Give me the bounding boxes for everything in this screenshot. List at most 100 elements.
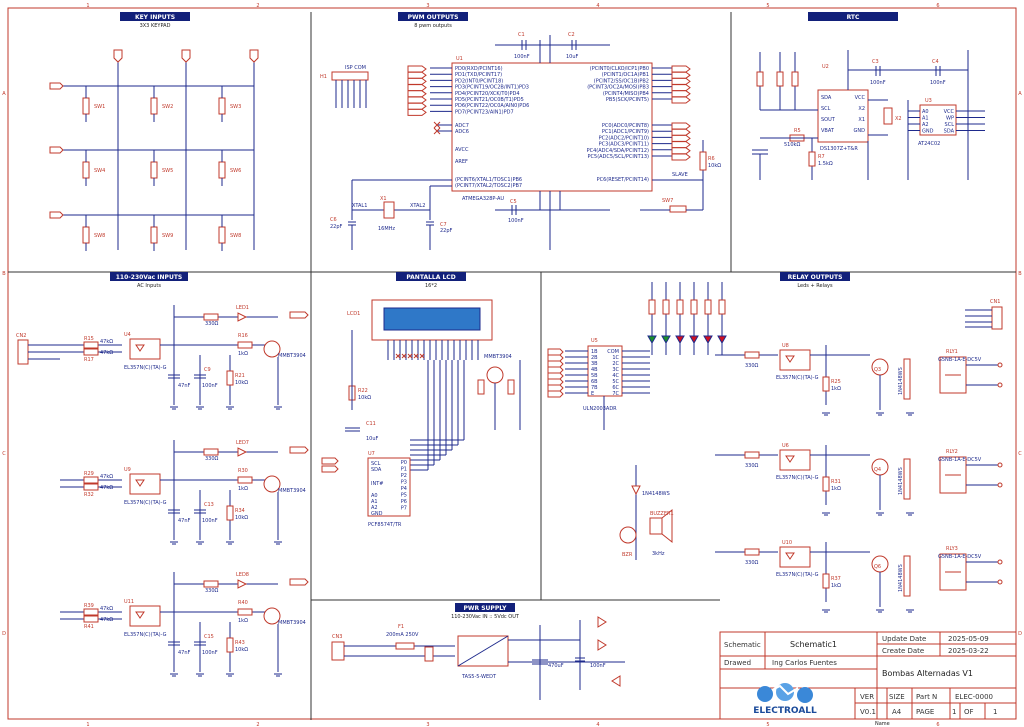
pcf-pin-label: INT# <box>371 481 383 487</box>
mcu-pin-label: (PCINT0/CLKO/ICP1)PB0 <box>590 66 649 72</box>
pcf-pin-label: P2 <box>401 473 407 479</box>
svg-text:CN1: CN1 <box>990 299 1000 305</box>
net-flag <box>671 134 691 142</box>
uln-pin-label: 2B <box>591 355 598 361</box>
title-block: Schematic Schematic1 Drawed Ing Carlos F… <box>719 631 1017 727</box>
svg-text:R5: R5 <box>794 128 801 134</box>
keypad-switch: SW2 <box>150 86 173 122</box>
section-relay-outputs: RELAY OUTPUTS Leds + Relays <box>780 272 850 289</box>
buzzer-circuit: 1N4148WS BUZZER1 3kHz BZR <box>619 465 674 560</box>
opto-part: EL357N(C)(TA)-G <box>124 632 167 638</box>
transistor-part: MMBT3904 <box>278 620 306 626</box>
resistor-ref: R29 <box>84 471 94 477</box>
svg-text:R7: R7 <box>818 154 825 160</box>
mcu-pin-label: ADC7 <box>455 123 469 129</box>
opto-part: EL357N(C)(TA)-G <box>776 375 819 381</box>
mcu-pin-label: PD3(PCINT19/OC2B/INT1)PD3 <box>455 85 529 91</box>
grid-column-label: 2 <box>256 722 259 727</box>
svg-text:PAGE: PAGE <box>916 708 934 716</box>
svg-text:U7: U7 <box>368 451 375 457</box>
pcf-pin-label: SCL <box>371 461 381 467</box>
opto-ref: U11 <box>124 599 134 605</box>
section-lcd: PANTALLA LCD 16*2 <box>396 272 466 289</box>
rtc-pin-label: GND <box>854 128 866 134</box>
svg-text:100nF: 100nF <box>514 54 530 60</box>
svg-text:C7: C7 <box>440 222 447 228</box>
led-ref: LED8 <box>236 572 249 578</box>
keypad-matrix <box>49 49 259 250</box>
mcu-pin-label: (PCINT7/XTAL2/TOSC2)PB7 <box>455 183 522 189</box>
switch-label: SW1 <box>94 104 105 110</box>
svg-text:X2: X2 <box>895 116 902 122</box>
pcf-pin-label: SDA <box>371 467 382 473</box>
resistor-value: 330Ω <box>745 363 759 369</box>
capacitor-value: 47nF <box>178 650 191 656</box>
uln-pin-label: 4B <box>591 367 598 373</box>
led-ref: LED7 <box>236 440 249 446</box>
uln-pin-label: 6B <box>591 379 598 385</box>
rtc-pin-label: VBAT <box>821 128 835 134</box>
net-flag <box>407 71 427 79</box>
svg-text:RELAY OUTPUTS: RELAY OUTPUTS <box>788 274 843 281</box>
grid-row-label: B <box>2 271 6 277</box>
net-flag <box>407 90 427 98</box>
svg-text:110-230Vac INPUTS: 110-230Vac INPUTS <box>116 274 183 281</box>
capacitor-value: 100nF <box>202 383 218 389</box>
net-flag <box>671 65 691 73</box>
svg-text:XTAL2: XTAL2 <box>410 203 425 209</box>
svg-text:Leds + Relays: Leds + Relays <box>797 283 833 289</box>
opto-part: EL357N(C)(TA)-G <box>776 475 819 481</box>
capacitor-c1: C1 100nF <box>514 32 530 60</box>
svg-text:1: 1 <box>952 708 956 716</box>
diode-part: 1N4148WS <box>898 367 904 395</box>
net-flag <box>407 77 427 85</box>
section-rtc: RTC <box>808 12 898 21</box>
svg-text:DS1307Z+T&R: DS1307Z+T&R <box>820 146 858 152</box>
mcu-pin-label: PD1(TXD/PCINT17) <box>455 72 502 78</box>
svg-text:R6: R6 <box>708 156 715 162</box>
net-flag <box>671 77 691 85</box>
uln-pin-label: 1C <box>612 355 619 361</box>
grid-column-label: 1 <box>86 722 89 727</box>
svg-text:PWM OUTPUTS: PWM OUTPUTS <box>408 14 459 21</box>
diode-part: 1N4148WS <box>898 564 904 592</box>
eeprom-pin-label: A1 <box>922 116 929 122</box>
grid-column-label: 6 <box>936 3 939 9</box>
svg-text:10uF: 10uF <box>366 436 379 442</box>
svg-text:16*2: 16*2 <box>425 283 437 289</box>
resistor-ref: R41 <box>84 624 94 630</box>
capacitor-value: 100nF <box>202 518 218 524</box>
opto-ref: U4 <box>124 332 131 338</box>
resistor-value: 330Ω <box>205 456 219 462</box>
grid-row-label: B <box>1018 271 1022 277</box>
grid-row-label: A <box>2 91 6 97</box>
svg-text:110-230Vac IN :: 5Vdc OUT: 110-230Vac IN :: 5Vdc OUT <box>451 614 520 620</box>
crystal-x1: X1 16MHz XTAL1 XTAL2 C6 22pF C7 22pF <box>330 179 453 250</box>
capacitor-c5: C5 100nF <box>508 199 524 224</box>
svg-text:3kHz: 3kHz <box>652 551 665 557</box>
svg-text:Schematic1: Schematic1 <box>790 640 837 649</box>
net-flag <box>671 122 691 130</box>
svg-text:RTC: RTC <box>847 14 860 21</box>
resistor-value: 1kΩ <box>831 386 841 392</box>
net-flag <box>407 102 427 110</box>
relay-leds <box>647 282 727 355</box>
net-flag <box>407 84 427 92</box>
mcu-pin-label: AVCC <box>455 147 469 153</box>
svg-text:H1: H1 <box>320 74 327 80</box>
grid-column-label: 4 <box>596 3 599 9</box>
resistor-value: 47kΩ <box>100 617 113 623</box>
svg-text:22pF: 22pF <box>440 228 453 234</box>
svg-text:C5: C5 <box>510 199 517 205</box>
mcu-pin-label: PB5(SCK/PCINT5) <box>606 97 649 103</box>
rtc-pin-label: SDA <box>821 95 832 101</box>
resistor-ref: R43 <box>235 640 245 646</box>
svg-text:U2: U2 <box>822 64 829 70</box>
resistor-ref: R32 <box>84 492 94 498</box>
mcu-pin-label: (PCINT6/XTAL1/TOSC1)PB6 <box>455 177 522 183</box>
capacitor-c4: C4 100nF <box>930 59 946 86</box>
